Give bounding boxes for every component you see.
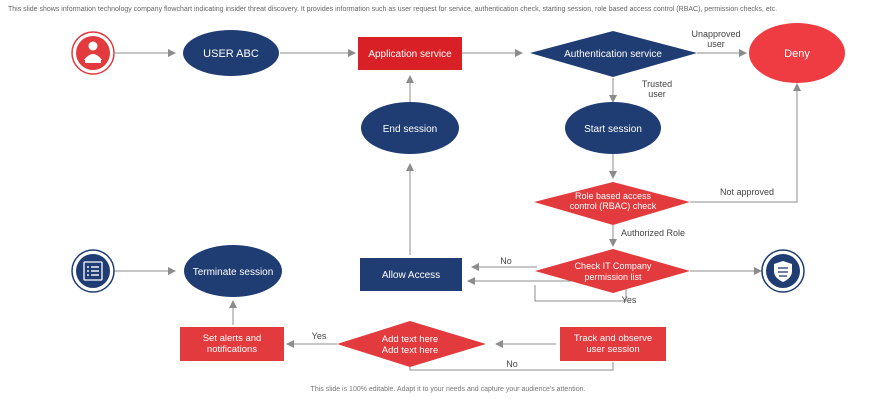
shield-icon: [761, 249, 805, 293]
user-node: [183, 30, 279, 76]
set-alerts-label-1: Set alerts and: [203, 333, 262, 344]
user-icon: [71, 31, 115, 75]
deny-node: [749, 23, 845, 83]
arrow-rbac-deny: [690, 83, 801, 203]
check-permission-label-1: Check IT Company: [575, 261, 652, 271]
add-text-label-2: Add text here: [382, 345, 439, 356]
authorized-role-label: Authorized Role: [621, 228, 685, 238]
rbac-label-2: control (RBAC) check: [570, 201, 657, 211]
connectors: [114, 49, 801, 371]
terminate-session-label: Terminate session: [193, 267, 274, 278]
unapproved-label-1: Unapproved: [691, 29, 740, 39]
start-session-node: [565, 102, 661, 154]
end-session-node: [361, 102, 459, 154]
allow-access-node: [360, 258, 462, 291]
trusted-label-2: user: [648, 89, 666, 99]
application-service-node: [358, 37, 462, 70]
arrow-add-no: [409, 362, 614, 371]
track-observe-node: [560, 327, 666, 361]
add-text-label-1: Add text here: [382, 334, 439, 345]
application-service-label: Application service: [368, 49, 452, 60]
start-session-label: Start session: [584, 124, 642, 135]
checklist-icon: [71, 249, 115, 293]
user-label: USER ABC: [203, 48, 259, 60]
end-session-label: End session: [383, 124, 437, 135]
edge-labels: Unapproved user Trusted user Not approve…: [312, 29, 774, 369]
authentication-service-label: Authentication service: [564, 49, 662, 60]
trusted-label-1: Trusted: [642, 79, 672, 89]
track-observe-label-1: Track and observe: [574, 333, 652, 344]
node-labels: USER ABC Application service Authenticat…: [193, 48, 811, 356]
slide-footer: This slide is 100% editable. Adapt it to…: [310, 386, 586, 393]
rbac-label-1: Role based access: [575, 191, 652, 201]
add-text-node: [337, 321, 486, 367]
deny-label: Deny: [784, 48, 810, 60]
no-label-2: No: [506, 359, 518, 369]
allow-access-label: Allow Access: [382, 270, 440, 281]
rbac-check-node: [534, 182, 690, 225]
check-permission-node: [535, 249, 690, 293]
set-alerts-node: [180, 327, 284, 361]
terminate-session-node: [184, 245, 282, 297]
check-permission-label-2: permission list: [584, 272, 642, 282]
authentication-service-node: [530, 31, 697, 77]
track-observe-label-2: user session: [586, 344, 639, 355]
not-approved-label: Not approved: [720, 187, 774, 197]
slide-description: This slide shows information technology …: [8, 6, 778, 13]
yes-label-2: Yes: [312, 331, 327, 341]
yes-label-1: Yes: [622, 295, 637, 305]
unapproved-label-2: user: [707, 39, 725, 49]
no-label-1: No: [500, 256, 512, 266]
set-alerts-label-2: notifications: [207, 344, 257, 355]
